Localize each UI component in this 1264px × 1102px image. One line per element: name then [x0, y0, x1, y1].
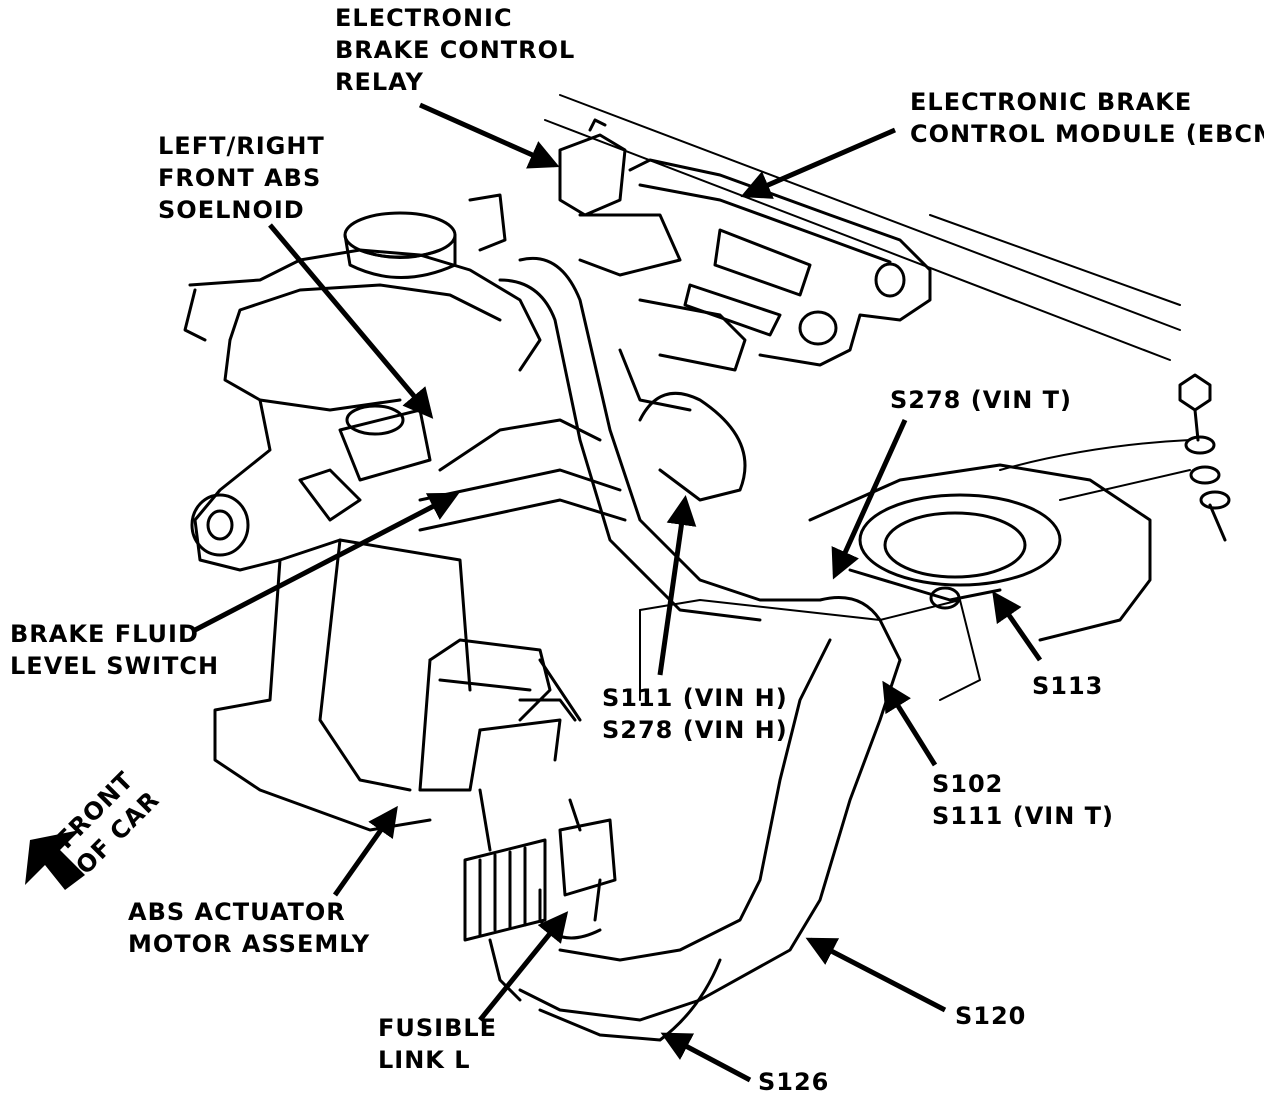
label-ebcm-line2: CONTROL MODULE (EBCM): [910, 120, 1264, 148]
air-cleaner: [639, 439, 1191, 701]
label-s113-text: S113: [1032, 672, 1104, 700]
label-fusible-line2: LINK L: [378, 1046, 471, 1074]
leader-s111-vinh: [657, 495, 697, 676]
label-s111-vinh-line1: S111 (VIN H): [602, 684, 788, 712]
label-ebcr: ELECTRONIC BRAKE CONTROL RELAY: [335, 2, 575, 98]
label-solenoid-line3: SOELNOID: [158, 196, 305, 224]
label-s111-vinh-line2: S278 (VIN H): [602, 716, 788, 744]
label-s126: S126: [758, 1066, 829, 1098]
label-ebcr-line3: RELAY: [335, 68, 424, 96]
label-s102: S102 S111 (VIN T): [932, 768, 1114, 832]
leader-fusible: [478, 911, 569, 1022]
label-fusible-line1: FUSIBLE: [378, 1014, 498, 1042]
leader-s113: [992, 590, 1043, 662]
label-s120: S120: [955, 1000, 1026, 1032]
label-s120-text: S120: [955, 1002, 1027, 1030]
leader-s120: [805, 937, 947, 1013]
label-s102-line2: S111 (VIN T): [932, 802, 1114, 830]
ebcm-module: [578, 158, 932, 372]
label-s113: S113: [1032, 670, 1103, 702]
leader-s126: [660, 1032, 752, 1083]
leader-solenoid: [268, 223, 434, 419]
label-fluid-switch-line1: BRAKE FLUID: [10, 620, 199, 648]
label-ebcm-line1: ELECTRONIC BRAKE: [910, 88, 1193, 116]
label-solenoid: LEFT/RIGHT FRONT ABS SOELNOID: [158, 130, 325, 226]
label-fluid-switch-line2: LEVEL SWITCH: [10, 652, 220, 680]
label-s126-text: S126: [758, 1068, 830, 1096]
label-s102-line1: S102: [932, 770, 1004, 798]
label-actuator: ABS ACTUATOR MOTOR ASSEMLY: [128, 896, 370, 960]
label-ebcr-line1: ELECTRONIC: [335, 4, 513, 32]
label-fluid-switch: BRAKE FLUID LEVEL SWITCH: [10, 618, 219, 682]
front-direction-arrow: [25, 830, 85, 890]
relay-body: [468, 118, 627, 252]
master-cylinder: [183, 211, 627, 572]
callout-leaders: [193, 102, 1043, 1083]
label-actuator-line2: MOTOR ASSEMLY: [128, 930, 371, 958]
label-s278-vint-text: S278 (VIN T): [890, 386, 1072, 414]
abs-actuator-housing: [213, 538, 582, 832]
label-solenoid-line2: FRONT ABS: [158, 164, 322, 192]
label-ebcm: ELECTRONIC BRAKE CONTROL MODULE (EBCM): [910, 86, 1264, 150]
leader-ebcm: [740, 127, 896, 199]
leader-s102: [882, 680, 938, 767]
label-s111-vinh: S111 (VIN H) S278 (VIN H): [602, 682, 788, 746]
label-s278-vint: S278 (VIN T): [890, 384, 1072, 416]
leader-fluid-switch: [193, 492, 460, 633]
leader-relay: [418, 102, 560, 169]
leader-actuator: [332, 805, 398, 897]
label-actuator-line1: ABS ACTUATOR: [128, 898, 346, 926]
ground-bolt: [1178, 373, 1231, 542]
label-fusible: FUSIBLE LINK L: [378, 1012, 497, 1076]
leader-s278-vint: [831, 418, 908, 580]
label-ebcr-line2: BRAKE CONTROL: [335, 36, 576, 64]
label-solenoid-line1: LEFT/RIGHT: [158, 132, 325, 160]
